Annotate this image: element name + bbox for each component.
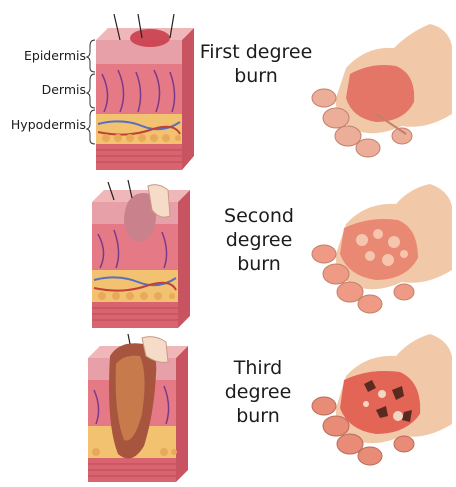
label-dermis: Dermis [2,82,86,97]
hand-third-degree [306,330,456,470]
burn-label-first-line1: First degree [196,40,316,64]
burn-label-first: First degree burn [196,40,316,88]
burn-label-third-line2: burn [198,404,318,428]
burn-label-first-line2: burn [196,64,316,88]
skin-block-first-degree [92,14,196,174]
skin-block-second-degree [88,180,192,330]
label-epidermis: Epidermis [2,48,86,63]
burn-label-third-line1: Third degree [198,356,318,404]
label-hypodermis: Hypodermis [2,117,86,132]
burn-label-third: Third degree burn [198,356,318,428]
hand-second-degree [306,184,456,316]
skin-block-third-degree [84,334,192,484]
hand-first-degree [306,18,456,160]
